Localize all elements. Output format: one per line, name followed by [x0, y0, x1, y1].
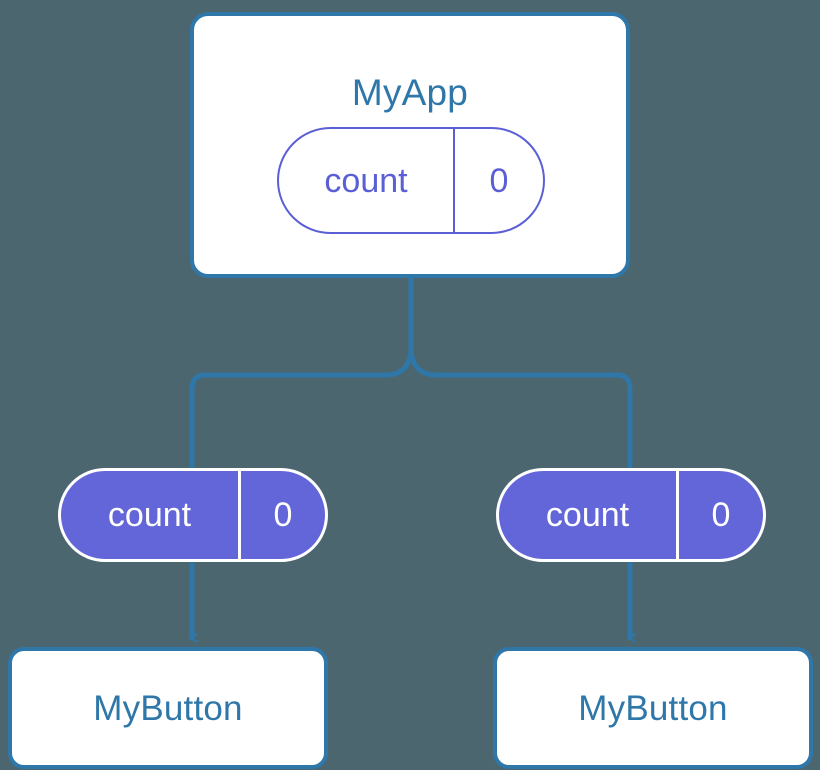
left-state-key: count	[61, 471, 241, 559]
app-state-pill[interactable]: count 0	[277, 127, 545, 234]
connector-branch-right	[408, 349, 633, 469]
right-state-key: count	[499, 471, 679, 559]
button-component-title-left: MyButton	[93, 688, 243, 728]
left-state-pill[interactable]: count 0	[58, 468, 328, 562]
button-component-box-right[interactable]: MyButton	[493, 647, 813, 769]
left-state-value: 0	[273, 496, 293, 534]
button-component-title-right: MyButton	[578, 688, 728, 728]
connector-branch-left	[189, 349, 414, 469]
app-state-key: count	[279, 129, 455, 232]
right-state-pill[interactable]: count 0	[496, 468, 766, 562]
app-component-title: MyApp	[351, 72, 469, 113]
button-component-box-left[interactable]: MyButton	[8, 647, 328, 769]
app-state-value: 0	[489, 161, 509, 200]
right-state-value: 0	[711, 496, 731, 534]
